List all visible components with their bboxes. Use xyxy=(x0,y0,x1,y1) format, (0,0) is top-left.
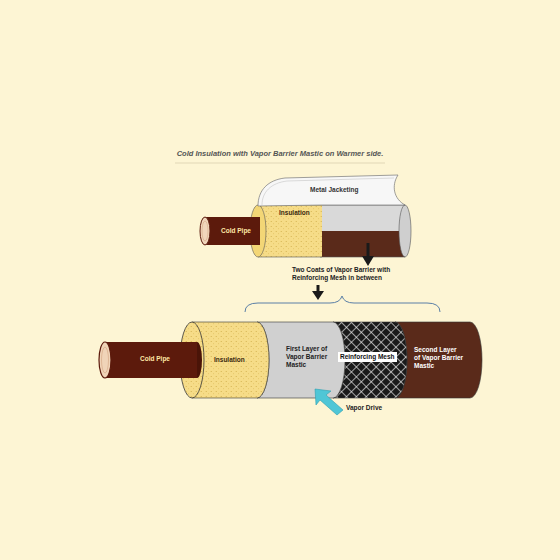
part-label: Cold Pipe xyxy=(140,355,190,363)
layer-label: Reinforcing Mesh xyxy=(338,352,397,362)
top-pipe-assembly xyxy=(200,175,411,257)
flow-label: Vapor Drive xyxy=(346,404,396,412)
down-arrow xyxy=(362,243,374,266)
vapor-drive-arrow xyxy=(315,389,343,415)
layer-label: Second Layer of Vapor Barrier Mastic xyxy=(414,346,464,370)
layer-label: First Layer of Vapor Barrier Mastic xyxy=(286,345,332,369)
part-label: Cold Pipe xyxy=(221,227,261,235)
curly-brace xyxy=(245,296,440,312)
part-label: Insulation xyxy=(214,356,254,364)
part-label: Metal Jacketing xyxy=(310,186,380,194)
note-label: Two Coats of Vapor Barrier with Reinforc… xyxy=(292,266,412,282)
down-arrow xyxy=(312,285,324,300)
title-rule xyxy=(175,163,385,164)
diagram-title: Cold Insulation with Vapor Barrier Masti… xyxy=(0,149,560,158)
bottom-pipe-assembly xyxy=(99,322,482,398)
part-label: Insulation xyxy=(279,209,319,217)
